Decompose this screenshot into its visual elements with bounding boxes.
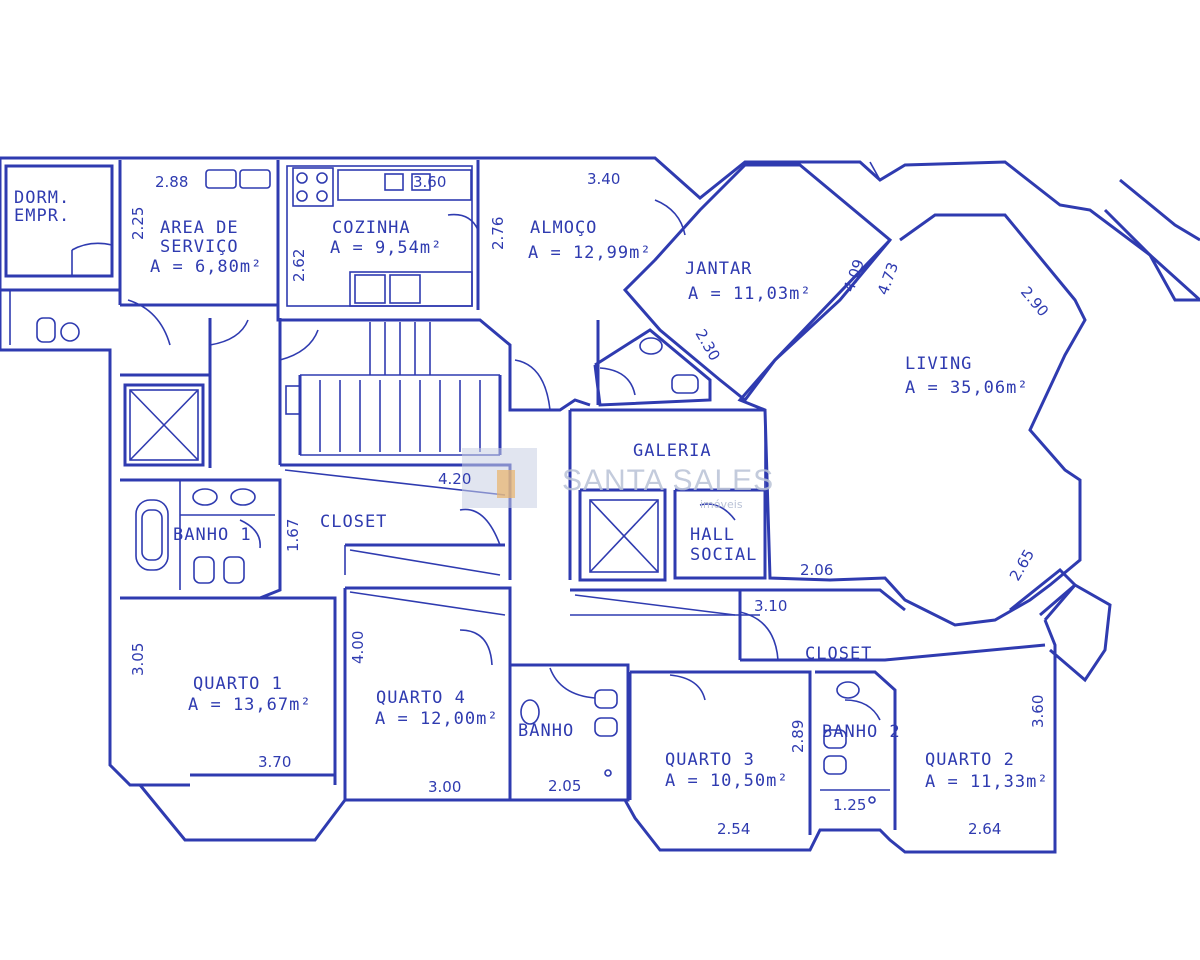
jantar-label: JANTAR bbox=[685, 259, 752, 279]
quarto3-area: A = 10,50m² bbox=[665, 771, 789, 791]
quarto1-area: A = 13,67m² bbox=[188, 695, 312, 715]
hall-label-2: SOCIAL bbox=[690, 545, 757, 565]
cozinha-area: A = 9,54m² bbox=[330, 238, 442, 258]
dim-area-servico-h: 2.25 bbox=[129, 207, 147, 240]
dim-almoco-w: 3.40 bbox=[587, 170, 620, 188]
dorm-label-1: DORM. bbox=[14, 188, 70, 208]
watermark-brand: SANTA SALES bbox=[562, 464, 774, 497]
watermark-tagline: imóveis bbox=[700, 498, 743, 511]
dim-hall-w: 2.06 bbox=[800, 561, 833, 579]
stair-treads bbox=[319, 322, 481, 452]
dim-banho-w: 2.05 bbox=[548, 777, 581, 795]
almoco-area: A = 12,99m² bbox=[528, 243, 652, 263]
dim-banho1-h: 1.67 bbox=[284, 519, 302, 552]
banho-label: BANHO bbox=[518, 721, 574, 741]
banho2-label: BANHO 2 bbox=[822, 722, 901, 742]
dim-corridor: 4.20 bbox=[438, 470, 471, 488]
watermark: SANTA SALES imóveis bbox=[462, 448, 774, 511]
galeria-label: GALERIA bbox=[633, 441, 712, 461]
quarto3-label: QUARTO 3 bbox=[665, 750, 755, 770]
dim-cozinha-h: 2.62 bbox=[290, 249, 308, 282]
closet1-label: CLOSET bbox=[320, 512, 387, 532]
quarto4-area: A = 12,00m² bbox=[375, 709, 499, 729]
fixtures bbox=[36, 167, 876, 804]
quarto4-label: QUARTO 4 bbox=[376, 688, 466, 708]
area-servico-label-1: AREA DE bbox=[160, 218, 239, 238]
hall-label-1: HALL bbox=[690, 525, 735, 545]
jantar-area: A = 11,03m² bbox=[688, 284, 812, 304]
dim-quarto1-h: 3.05 bbox=[129, 643, 147, 676]
banho1-label: BANHO 1 bbox=[173, 525, 252, 545]
interior-walls bbox=[0, 160, 1112, 835]
outer-walls bbox=[0, 156, 1200, 854]
doors bbox=[71, 199, 881, 721]
quarto1-label: QUARTO 1 bbox=[193, 674, 283, 694]
dim-area-servico-w: 2.88 bbox=[155, 173, 188, 191]
dim-almoco-h: 2.76 bbox=[489, 217, 507, 250]
dorm-label-2: EMPR. bbox=[14, 206, 70, 226]
dim-quarto2-w: 2.64 bbox=[968, 820, 1001, 838]
dim-jantar-b: 2.30 bbox=[692, 326, 724, 364]
closet2-label: CLOSET bbox=[805, 644, 872, 664]
almoco-label: ALMOÇO bbox=[530, 218, 597, 238]
dim-banho2-w: 1.25 bbox=[833, 796, 866, 814]
dim-quarto4-w: 3.00 bbox=[428, 778, 461, 796]
dim-jantar-a: 4.09 bbox=[840, 257, 868, 295]
quarto2-label: QUARTO 2 bbox=[925, 750, 1015, 770]
room-labels: DORM. EMPR. AREA DE SERVIÇO A = 6,80m² C… bbox=[14, 188, 1049, 792]
dim-quarto1-w: 3.70 bbox=[258, 753, 291, 771]
dim-quarto4-h: 4.00 bbox=[349, 631, 367, 664]
dim-living-c: 2.65 bbox=[1006, 546, 1038, 584]
quarto2-area: A = 11,33m² bbox=[925, 772, 1049, 792]
dim-closet2-w: 3.10 bbox=[754, 597, 787, 615]
dim-living-a: 4.73 bbox=[874, 260, 902, 298]
dim-quarto2-h: 3.60 bbox=[1029, 695, 1047, 728]
dim-quarto3-h: 2.89 bbox=[789, 720, 807, 753]
living-area: A = 35,06m² bbox=[905, 378, 1029, 398]
area-servico-label-2: SERVIÇO bbox=[160, 237, 239, 257]
dim-quarto3-w: 2.54 bbox=[717, 820, 750, 838]
cozinha-label: COZINHA bbox=[332, 218, 411, 238]
living-label: LIVING bbox=[905, 354, 972, 374]
dim-cozinha-w: 3.60 bbox=[413, 173, 446, 191]
area-servico-area: A = 6,80m² bbox=[150, 257, 262, 277]
dim-living-b: 2.90 bbox=[1017, 283, 1052, 320]
